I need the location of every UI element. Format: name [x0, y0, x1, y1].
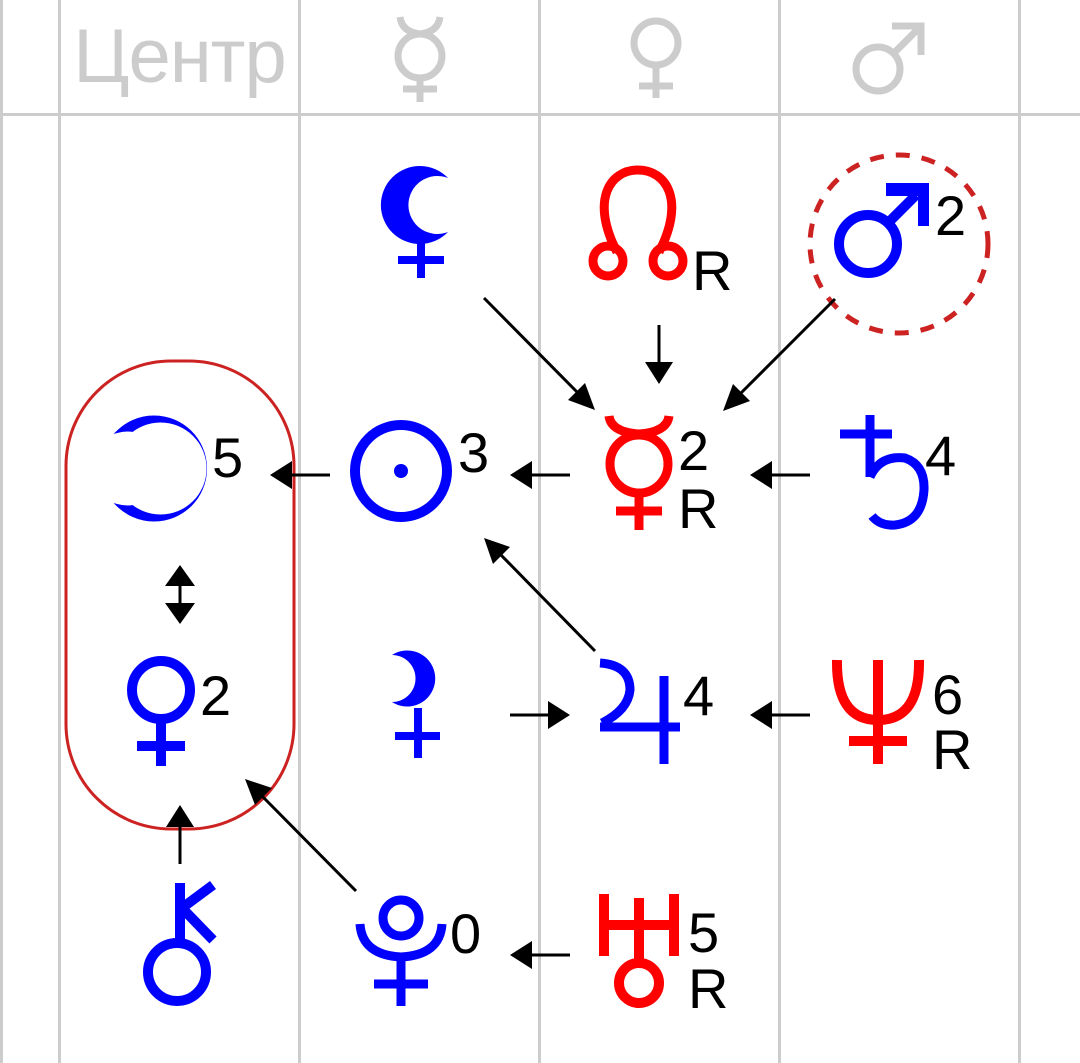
- venus-icon[interactable]: [127, 656, 195, 766]
- pluto-icon[interactable]: [355, 895, 447, 1006]
- black-moon-lilith-icon[interactable]: [380, 165, 448, 278]
- sun-degree: 3: [458, 421, 489, 484]
- saturn-icon[interactable]: [840, 415, 929, 530]
- grid-line: [778, 0, 781, 1063]
- pluto-degree: 0: [450, 902, 481, 965]
- uranus-retro: R: [688, 957, 728, 1020]
- venus-icon: [630, 17, 682, 98]
- sun-icon[interactable]: [350, 420, 452, 522]
- mercury-retro: R: [678, 477, 718, 540]
- header-center: Центр: [61, 0, 298, 113]
- mars-highlight-circle: [807, 152, 991, 336]
- neptune-icon[interactable]: [831, 659, 925, 764]
- jupiter-icon[interactable]: [599, 658, 680, 764]
- mars-degree: 2: [935, 184, 966, 247]
- arrow-node-to-mercury: [645, 325, 673, 384]
- uranus-degree: 5: [688, 901, 719, 964]
- neptune-retro: R: [932, 718, 972, 781]
- north-node-retro: R: [692, 239, 732, 302]
- arrow-pluto-to-venus: [245, 779, 358, 893]
- arrow-saturn-to-mercury: [750, 461, 810, 489]
- arrow-mars-to-mercury: [723, 297, 837, 411]
- grid-line: [0, 0, 3, 1063]
- chiron-icon[interactable]: [143, 880, 217, 1006]
- uranus-icon[interactable]: [599, 894, 679, 1008]
- arrow-jupiter-to-sun: [484, 538, 597, 653]
- header-center-label: Центр: [73, 14, 287, 99]
- arrow-mercury-to-sun: [510, 461, 570, 489]
- arrow-lilith-to-mercury: [482, 296, 595, 410]
- mercury-icon: [394, 16, 446, 102]
- mars-icon[interactable]: [834, 183, 929, 278]
- venus-degree: 2: [200, 664, 231, 727]
- neptune-degree: 6: [932, 663, 963, 726]
- grid-line: [298, 0, 301, 1063]
- arrows: [165, 296, 837, 969]
- moon-degree: 5: [212, 426, 243, 489]
- jupiter-degree: 4: [683, 664, 714, 727]
- arrow-uranus-to-pluto: [510, 941, 570, 969]
- arrow-chiron-to-venus: [166, 805, 194, 864]
- arrow-neptune-to-jupiter: [750, 701, 810, 729]
- arrow-ceres-to-jupiter: [510, 701, 570, 729]
- arrow-moon-venus-bidirectional: [165, 565, 195, 624]
- north-node-icon[interactable]: [588, 165, 688, 281]
- grid-line: [538, 0, 541, 1063]
- grid-line: [58, 0, 61, 1063]
- arrow-sun-to-moon: [270, 461, 330, 489]
- grid-line: [1018, 0, 1021, 1063]
- mercury-degree: 2: [678, 419, 709, 482]
- mercury-icon[interactable]: [604, 414, 674, 530]
- moon-icon[interactable]: [113, 415, 207, 522]
- mars-icon: [852, 22, 925, 95]
- grid-line: [0, 113, 1080, 116]
- ceres-icon[interactable]: [392, 650, 440, 759]
- saturn-degree: 4: [925, 424, 956, 487]
